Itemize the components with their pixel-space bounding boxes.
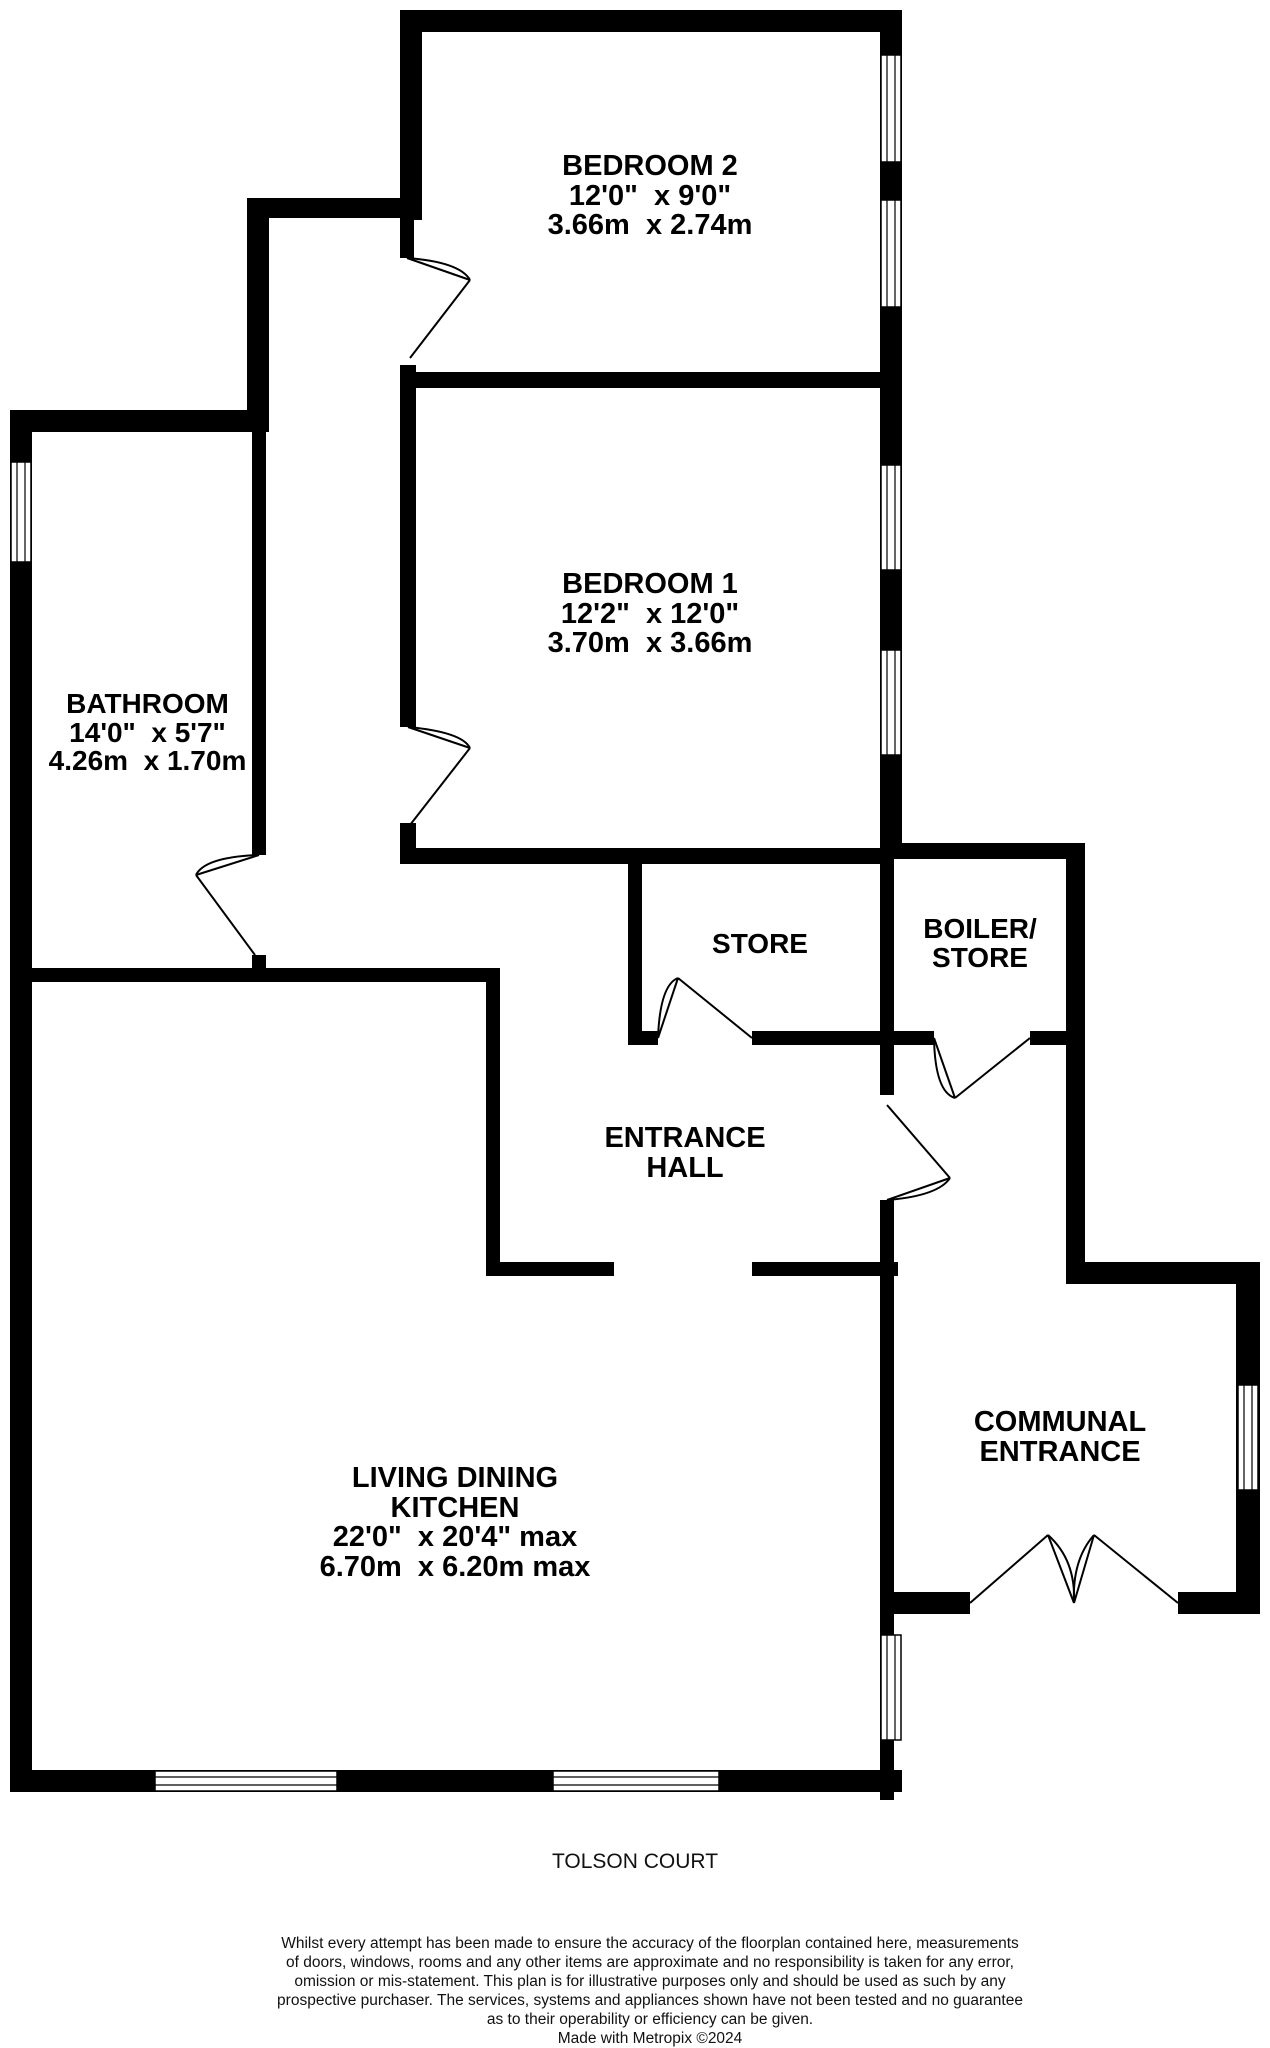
living-line1: LIVING DINING (351, 1462, 559, 1494)
door-bedroom2 (406, 257, 471, 359)
door-entrance-hall (886, 1104, 951, 1201)
wall-store-bottom-a (628, 1031, 658, 1045)
wall-outer-left (10, 410, 32, 1790)
wall-store-right (880, 845, 894, 1095)
bathroom-metric: 4.26m x 1.70m (48, 745, 247, 777)
wall-comm-bottom-a (880, 1592, 970, 1614)
window-bed2-b (880, 199, 902, 308)
bedroom2-imperial: 12'0" x 9'0" (568, 179, 732, 212)
door-bathroom (195, 854, 260, 956)
wall-living-top-b (752, 1262, 898, 1276)
bedroom2-label: BEDROOM 2 12'0" x 9'0" 3.66m x 2.74m (450, 150, 850, 242)
living-imperial: 22'0" x 20'4" max (332, 1521, 578, 1554)
wall-comm-top (1066, 1262, 1260, 1284)
windows (10, 54, 1259, 1792)
wall-bed1-left (400, 365, 416, 727)
wall-bed1-right (880, 380, 902, 845)
doors (195, 257, 1179, 1604)
living-line2: KITCHEN (390, 1491, 520, 1524)
store-name: STORE (712, 928, 808, 959)
disclaimer: Whilst every attempt has been made to en… (230, 1934, 1070, 2048)
wall-hall-top (247, 198, 422, 218)
bedroom2-name: BEDROOM 2 (562, 150, 738, 182)
store-label: STORE (660, 928, 860, 959)
wall-boiler-right (1066, 843, 1085, 1278)
boiler-store-line1: BOILER/ (923, 913, 1037, 944)
bathroom-name: BATHROOM (66, 688, 229, 719)
living-label: LIVING DINING KITCHEN 22'0" x 20'4" max … (255, 1462, 655, 1583)
window-living-right (880, 1634, 902, 1741)
communal-entrance-label: COMMUNAL ENTRANCE (930, 1406, 1190, 1468)
boiler-store-line2: STORE (932, 941, 1028, 973)
door-boiler-store (933, 1037, 1031, 1099)
disclaimer-line: as to their operability or efficiency ca… (486, 2011, 814, 2028)
disclaimer-line: Whilst every attempt has been made to en… (281, 1935, 1019, 1952)
bedroom1-imperial: 12'2" x 12'0" (560, 597, 740, 630)
disclaimer-credit: Made with Metropix ©2024 (557, 2030, 743, 2047)
living-metric: 6.70m x 6.20m max (319, 1550, 591, 1583)
wall-bath-stub (252, 955, 266, 982)
boiler-store-label: BOILER/ STORE (895, 913, 1065, 973)
wall-bath-top (10, 410, 269, 432)
window-lines (16, 55, 1253, 1786)
entrance-hall-line1: ENTRANCE (604, 1122, 766, 1154)
communal-entrance-line2: ENTRANCE (979, 1435, 1141, 1468)
window-living-bottom-b (552, 1770, 720, 1792)
bedroom1-label: BEDROOM 1 12'2" x 12'0" 3.70m x 3.66m (450, 568, 850, 660)
door-communal-double (969, 1534, 1179, 1604)
wall-outer-bottom (10, 1770, 902, 1792)
wall-bed2-bottom (406, 372, 902, 388)
property-caption: TOLSON COURT (551, 1850, 719, 1873)
door-bedroom1 (407, 726, 471, 826)
bedroom1-metric: 3.70m x 3.66m (547, 627, 753, 660)
wall-living-top-a (486, 1262, 614, 1276)
wall-bed1-bottom (400, 848, 885, 864)
wall-hall-left (247, 198, 269, 430)
bedroom1-name: BEDROOM 1 (562, 568, 738, 600)
window-comm (1237, 1384, 1259, 1491)
window-bed1-b (880, 649, 902, 756)
bathroom-imperial: 14'0" x 5'7" (69, 716, 226, 748)
entrance-hall-label: ENTRANCE HALL (565, 1122, 805, 1184)
wall-boiler-bottom-b (1030, 1031, 1085, 1045)
window-bath (10, 461, 32, 563)
disclaimer-line: prospective purchaser. The services, sys… (277, 1992, 1023, 2009)
disclaimer-line: of doors, windows, rooms and any other i… (285, 1954, 1014, 1971)
wall-hall-stub (400, 220, 414, 258)
wall-store-bottom-b (752, 1031, 934, 1045)
entrance-hall-line2: HALL (646, 1151, 724, 1184)
window-living-bottom-a (154, 1770, 338, 1792)
wall-living-right-top (486, 968, 500, 1273)
window-bed2-a (880, 54, 902, 163)
wall-comm-bottom-b (1178, 1592, 1260, 1614)
disclaimer-line: omission or mis-statement. This plan is … (294, 1973, 1006, 1990)
door-store (657, 977, 753, 1039)
wall-boiler-top (880, 843, 1085, 859)
bathroom-label: BATHROOM 14'0" x 5'7" 4.26m x 1.70m (30, 688, 265, 777)
bedroom2-metric: 3.66m x 2.74m (547, 209, 753, 242)
communal-entrance-line1: COMMUNAL (973, 1406, 1147, 1438)
wall-store-left (628, 860, 642, 1045)
wall-bed2-left (400, 10, 422, 220)
wall-bed2-top (400, 10, 902, 32)
wall-bath-right (252, 430, 266, 855)
window-bed1-a (880, 464, 902, 571)
